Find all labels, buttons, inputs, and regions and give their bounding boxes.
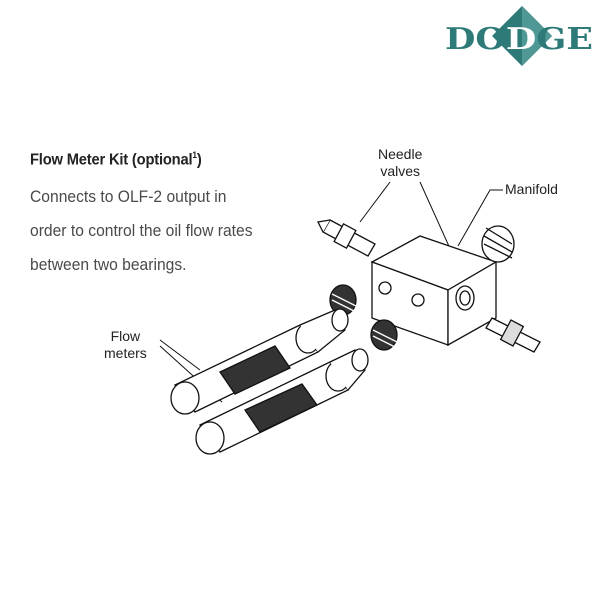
flow-meter-2	[195, 348, 369, 455]
flow-meter-1	[170, 308, 349, 415]
section-title: Flow Meter Kit (optional1)	[30, 150, 202, 169]
body-line-3: between two bearings.	[30, 255, 187, 274]
fitting-right	[481, 225, 515, 263]
body-line-1: Connects to OLF-2 output in	[30, 187, 227, 206]
manifold-label: Manifold	[505, 181, 558, 197]
needle-valve-top	[317, 219, 376, 257]
needle-valve-right	[485, 317, 541, 353]
fitting-left-bottom	[370, 319, 398, 351]
body-line-2: order to control the oil flow rates	[30, 221, 253, 240]
